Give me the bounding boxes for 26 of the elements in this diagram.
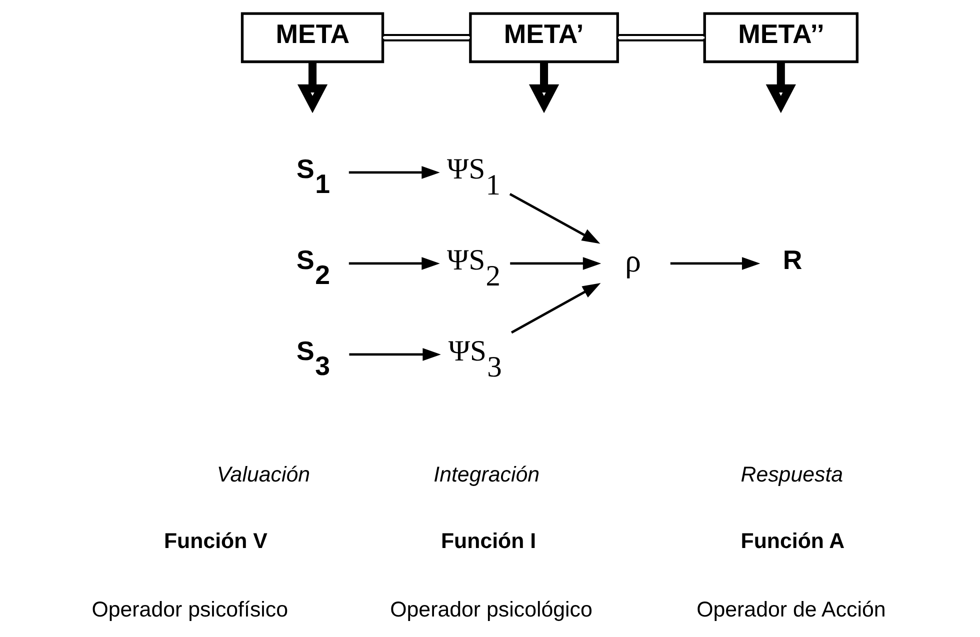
node-box: META’ <box>468 12 618 64</box>
label: Integración <box>433 462 540 486</box>
arrow <box>348 257 440 270</box>
arrow <box>510 257 601 270</box>
label: Función I <box>440 529 536 554</box>
arrow <box>528 62 559 114</box>
arrow <box>510 283 600 334</box>
label: Operador de Acción <box>696 597 886 622</box>
node-text: ρ <box>624 242 641 279</box>
label: Función V <box>163 529 267 554</box>
node-box: META’’ <box>702 12 858 64</box>
arrow <box>348 348 440 361</box>
connector <box>618 34 704 42</box>
arrow <box>508 192 600 244</box>
node-box: META <box>240 12 384 64</box>
label: Respuesta <box>740 462 843 486</box>
arrow <box>348 166 440 179</box>
connector <box>382 34 470 42</box>
label: Operador psicofísico <box>91 597 288 622</box>
arrow <box>670 257 760 270</box>
arrow <box>765 62 796 114</box>
node-text: R <box>782 244 802 275</box>
arrow <box>296 62 328 114</box>
label: Valuación <box>216 462 310 486</box>
label: Operador psicológico <box>390 597 592 622</box>
label: Función A <box>740 529 844 554</box>
